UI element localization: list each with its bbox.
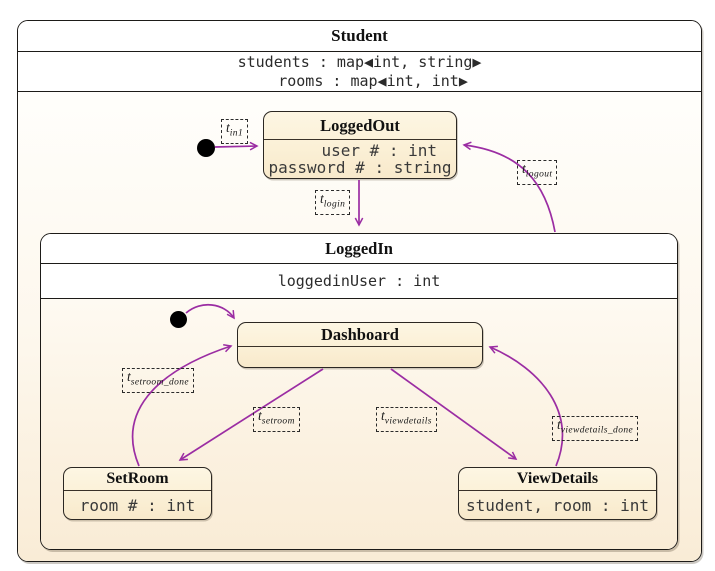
state-viewdetails-title: ViewDetails — [459, 468, 656, 491]
label-subscript: setroom — [261, 416, 295, 427]
transition-label-login: tlogin — [315, 190, 351, 215]
state-loggedout-body: user # : int password # : string — [264, 140, 456, 178]
label-base: t — [127, 369, 131, 384]
label-base: t — [557, 417, 561, 432]
label-base: t — [522, 161, 526, 176]
label-subscript: viewdetails_done — [560, 425, 634, 436]
label-base: t — [258, 408, 262, 423]
attribute-line: rooms : map◀int, int▶ — [251, 71, 468, 90]
state-dashboard-body — [238, 347, 482, 367]
attribute-line: loggedinUser : int — [277, 271, 441, 290]
state-loggedin-title: LoggedIn — [41, 234, 677, 264]
transition-label-logout: tlogout — [517, 160, 558, 185]
transition-label-viewdetails: tviewdetails — [376, 407, 437, 432]
transition-label-setroom: tsetroom — [253, 407, 300, 432]
state-setroom: SetRoom room # : int — [63, 467, 212, 520]
attribute-line: user # : int — [282, 141, 438, 160]
attribute-line: room # : int — [79, 495, 196, 515]
label-subscript: viewdetails — [384, 416, 432, 427]
initial-state-icon — [197, 139, 215, 157]
state-loggedin-attributes: loggedinUser : int — [41, 264, 677, 299]
attribute-line: student, room : int — [465, 495, 650, 515]
state-student-attributes: students : map◀int, string▶ rooms : map◀… — [18, 52, 701, 92]
transition-label-setroom-done: tsetroom_done — [122, 368, 195, 393]
label-subscript: setroom_done — [130, 377, 190, 388]
label-base: t — [226, 120, 230, 135]
label-base: t — [381, 408, 385, 423]
attribute-line: students : map◀int, string▶ — [237, 52, 482, 71]
initial-state-icon — [170, 311, 187, 328]
state-loggedout-title: LoggedOut — [264, 112, 456, 140]
state-setroom-body: room # : int — [64, 491, 211, 519]
state-setroom-title: SetRoom — [64, 468, 211, 491]
transition-label-in1: tin1 — [221, 119, 249, 144]
state-dashboard: Dashboard — [237, 322, 483, 368]
label-subscript: logout — [525, 169, 553, 180]
state-viewdetails: ViewDetails student, room : int — [458, 467, 657, 520]
state-viewdetails-body: student, room : int — [459, 491, 656, 519]
label-subscript: login — [323, 199, 346, 210]
label-subscript: in1 — [229, 128, 244, 139]
state-dashboard-title: Dashboard — [238, 323, 482, 347]
label-base: t — [320, 191, 324, 206]
state-student-title: Student — [18, 21, 701, 52]
state-loggedout: LoggedOut user # : int password # : stri… — [263, 111, 457, 179]
attribute-line: password # : string — [268, 158, 452, 177]
transition-label-viewdetails-done: tviewdetails_done — [552, 416, 639, 441]
